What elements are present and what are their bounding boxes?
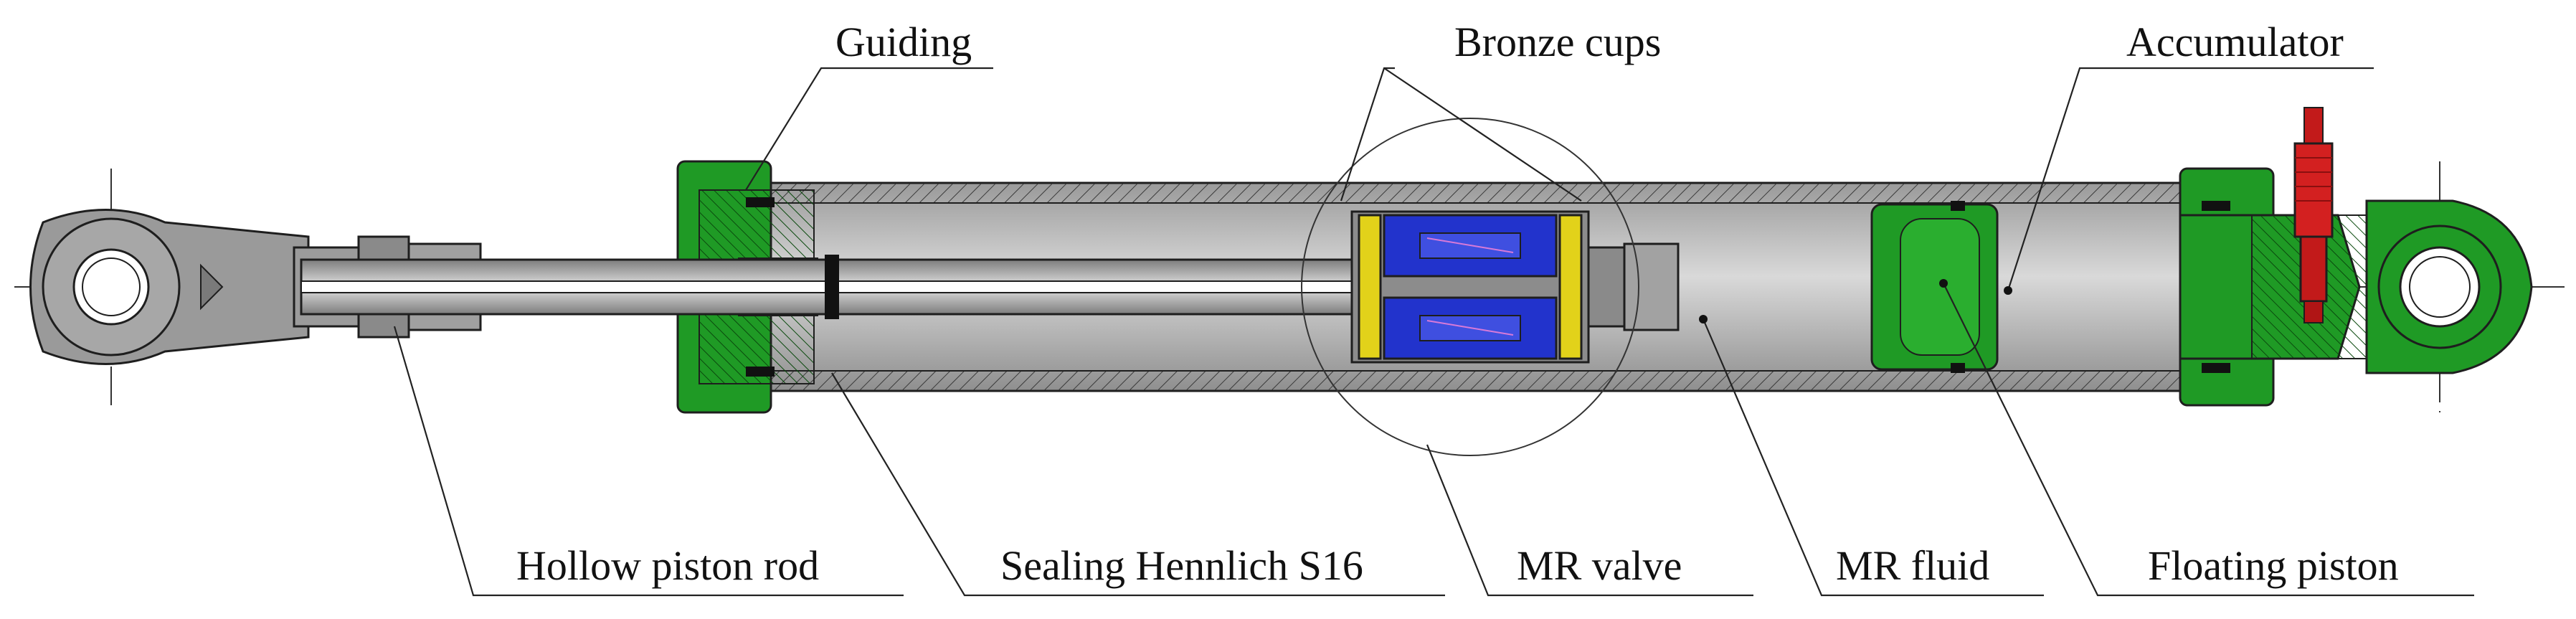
label-mr-fluid: MR fluid [1836, 542, 1989, 589]
left-rod-eye [29, 209, 310, 365]
label-sealing: Sealing Hennlich S16 [1000, 542, 1363, 589]
label-mr-valve: MR valve [1517, 542, 1682, 589]
mr-valve-detail-circle [1301, 118, 1639, 456]
label-bronze-cups: Bronze cups [1454, 19, 1661, 65]
leader-lines [393, 67, 2474, 597]
label-hollow-piston-rod: Hollow piston rod [516, 542, 819, 589]
mr-fluid-marker-dot [1699, 315, 1708, 323]
right-end-cap [2179, 167, 2533, 407]
charging-valve [2293, 107, 2334, 323]
accumulator-marker-dot [2004, 286, 2012, 295]
floating-piston-marker-dot [1939, 279, 1948, 288]
label-guiding: Guiding [835, 19, 972, 65]
label-accumulator: Accumulator [2126, 19, 2344, 65]
floating-piston [1870, 201, 1999, 373]
label-floating-piston: Floating piston [2148, 542, 2399, 589]
mr-valve-assembly [1350, 210, 1680, 364]
